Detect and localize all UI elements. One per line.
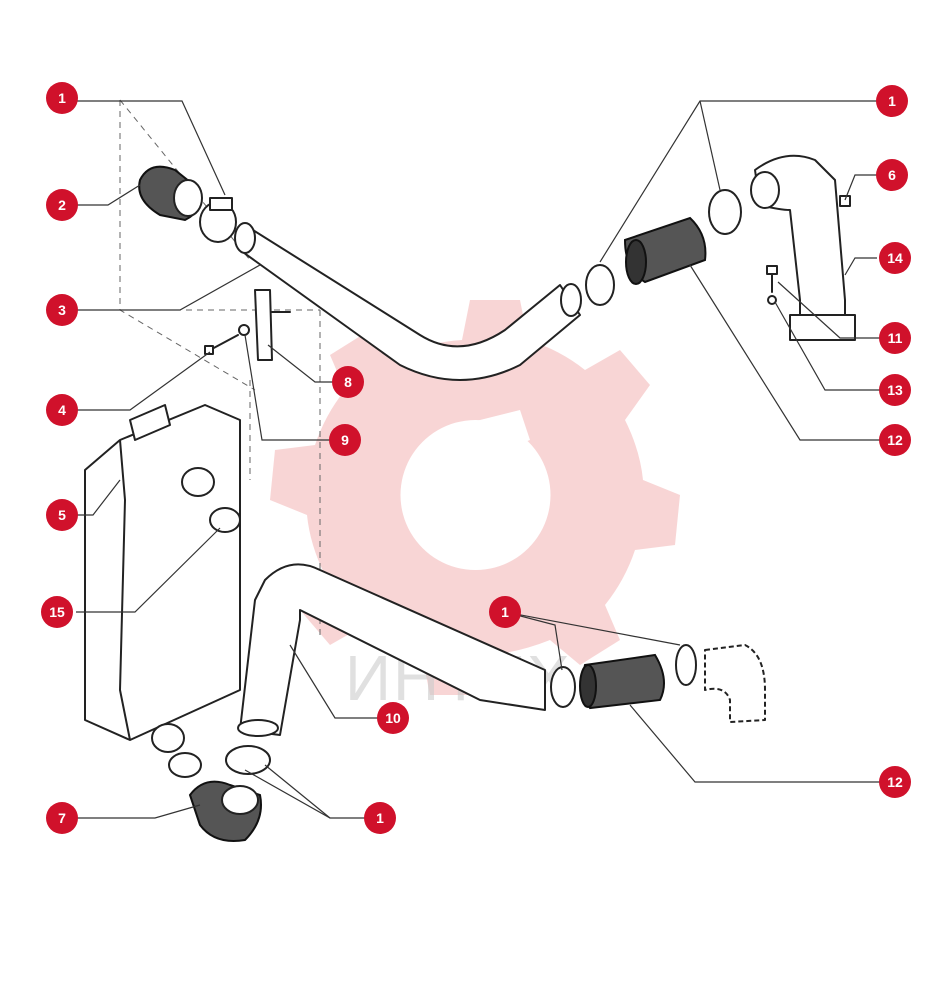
callout-7: 7 xyxy=(46,802,78,834)
callout-label: 15 xyxy=(49,604,65,620)
part-9-washer xyxy=(238,324,250,336)
callout-label: 1 xyxy=(501,604,509,620)
callout-12-top: 12 xyxy=(879,424,911,456)
part-3-long-tube xyxy=(234,222,582,381)
part-6-plug xyxy=(839,195,851,207)
part-1-clamp-right-a xyxy=(585,264,615,306)
callout-1-mid: 1 xyxy=(489,596,521,628)
callout-4: 4 xyxy=(46,394,78,426)
watermark-wrench-shape xyxy=(440,410,530,470)
part-12-hose-top xyxy=(623,216,707,285)
callout-label: 7 xyxy=(58,810,66,826)
part-1-clamp-right-b xyxy=(708,189,742,235)
part-5-intercooler xyxy=(84,404,241,753)
part-8-bracket xyxy=(254,289,291,361)
callout-label: 1 xyxy=(376,810,384,826)
part-1-clamp-mid-right xyxy=(675,644,697,686)
callout-label: 12 xyxy=(887,774,903,790)
part-1-clamps-bottom xyxy=(168,745,271,778)
callout-1-top-left: 1 xyxy=(46,82,78,114)
callout-8: 8 xyxy=(332,366,364,398)
callout-label: 1 xyxy=(58,90,66,106)
part-10-l-tube xyxy=(237,563,546,737)
callout-12-bottom: 12 xyxy=(879,766,911,798)
part-4-bolt xyxy=(204,334,239,355)
callout-label: 9 xyxy=(341,432,349,448)
callout-10: 10 xyxy=(377,702,409,734)
callout-label: 12 xyxy=(887,432,903,448)
callout-label: 14 xyxy=(887,250,903,266)
callout-label: 2 xyxy=(58,197,66,213)
part-14-pipe xyxy=(750,154,856,341)
leader-lines xyxy=(76,100,880,819)
part-2-elbow-hose xyxy=(138,165,203,222)
callout-15: 15 xyxy=(41,596,73,628)
part-1-clamp-top-left xyxy=(199,197,237,243)
callout-label: 11 xyxy=(888,330,903,346)
callouts: 1 2 3 4 5 15 7 1 xyxy=(41,82,911,834)
callout-11: 11 xyxy=(879,322,911,354)
callout-label: 4 xyxy=(58,402,66,418)
callout-label: 5 xyxy=(58,507,66,523)
callout-13: 13 xyxy=(879,374,911,406)
callout-3: 3 xyxy=(46,294,78,326)
callout-label: 6 xyxy=(888,167,896,183)
callout-label: 3 xyxy=(58,302,66,318)
dashed-elbow-outlet xyxy=(704,644,766,723)
callout-14: 14 xyxy=(879,242,911,274)
callout-label: 10 xyxy=(385,710,401,726)
callout-9: 9 xyxy=(329,424,361,456)
part-12-hose-bottom xyxy=(579,653,665,710)
callout-label: 13 xyxy=(887,382,903,398)
callout-label: 1 xyxy=(888,93,896,109)
callout-2: 2 xyxy=(46,189,78,221)
part-13-washer xyxy=(767,295,777,305)
callout-5: 5 xyxy=(46,499,78,531)
part-11-bolt xyxy=(766,265,778,293)
part-15-clamp xyxy=(209,507,241,533)
callout-6: 6 xyxy=(876,159,908,191)
part-7-lower-hose xyxy=(188,780,262,842)
part-1-clamp-mid-left xyxy=(550,666,576,708)
callout-label: 8 xyxy=(344,374,352,390)
callout-1-top-right: 1 xyxy=(876,85,908,117)
callout-1-bottom: 1 xyxy=(364,802,396,834)
